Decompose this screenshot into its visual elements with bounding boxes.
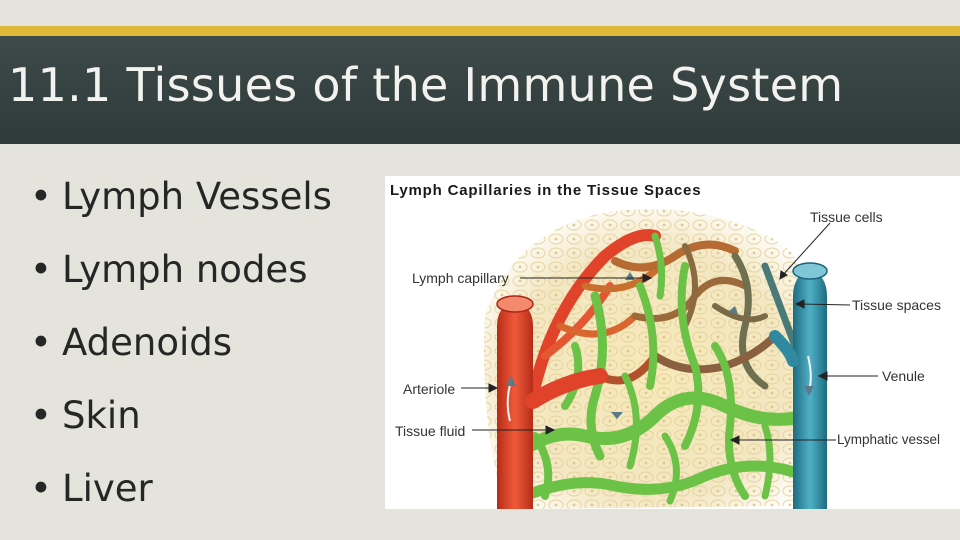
- lymph-illustration: [461, 209, 878, 509]
- bullet-dot: •: [30, 394, 52, 437]
- label-tissue-spaces: Tissue spaces: [852, 297, 941, 313]
- bullet-item: •Adenoids: [30, 306, 332, 379]
- lymph-capillaries-figure: Lymph Capillaries in the Tissue Spaces T…: [385, 176, 960, 509]
- figure-title: Lymph Capillaries in the Tissue Spaces: [390, 182, 702, 199]
- bullet-item: •Lymph Vessels: [30, 160, 332, 233]
- lymph-network: [498, 232, 812, 505]
- bullet-text: Lymph Vessels: [62, 175, 332, 218]
- title-band: [0, 36, 960, 144]
- label-arteriole: Arteriole: [403, 381, 456, 397]
- slide-title: 11.1 Tissues of the Immune System: [8, 58, 844, 112]
- bullet-text: Lymph nodes: [62, 248, 308, 291]
- bullet-item: •Liver: [30, 452, 332, 525]
- label-lymphatic-vessel: Lymphatic vessel: [837, 432, 941, 447]
- leader-lines: [461, 222, 878, 445]
- label-tissue-cells: Tissue cells: [810, 209, 883, 225]
- bullet-text: Skin: [62, 394, 141, 437]
- label-venule: Venule: [882, 368, 925, 384]
- label-lymph-capillary: Lymph capillary: [412, 270, 509, 286]
- venule-opening: [792, 262, 828, 280]
- bullet-text: Liver: [62, 467, 153, 510]
- bullet-dot: •: [30, 467, 52, 510]
- top-background-stripe: [0, 0, 960, 26]
- bullet-text: Adenoids: [62, 321, 233, 364]
- arteriole-vessel: [497, 301, 533, 509]
- bullet-item: •Lymph nodes: [30, 233, 332, 306]
- bullet-dot: •: [30, 321, 52, 364]
- arteriole-branch: [525, 368, 608, 409]
- capillary-network: [529, 229, 799, 392]
- bullet-list: •Lymph Vessels •Lymph nodes •Adenoids •S…: [30, 160, 332, 525]
- bullet-dot: •: [30, 175, 52, 218]
- accent-bar: [0, 26, 960, 36]
- label-tissue-fluid: Tissue fluid: [395, 423, 466, 439]
- bullet-dot: •: [30, 248, 52, 291]
- venule-branch: [769, 330, 799, 367]
- arteriole-opening: [496, 295, 534, 313]
- bullet-item: •Skin: [30, 379, 332, 452]
